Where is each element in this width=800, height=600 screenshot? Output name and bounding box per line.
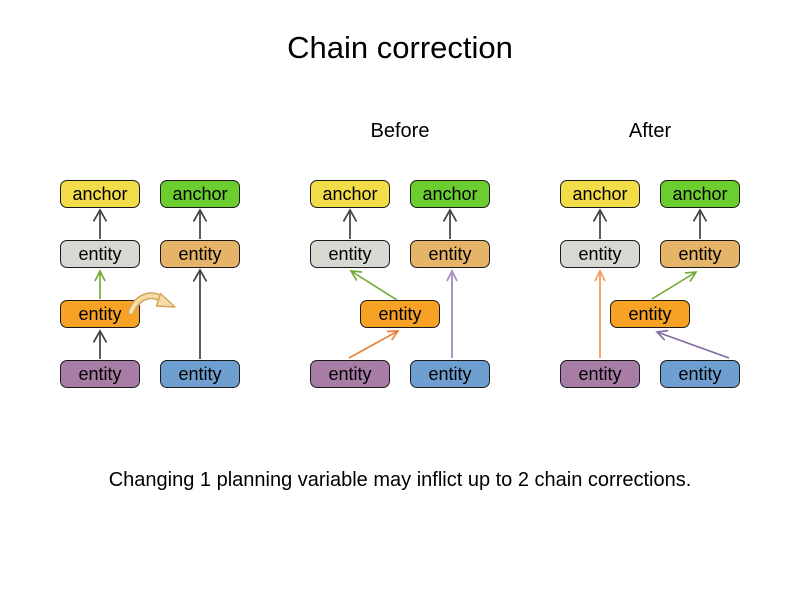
after-entity-gray: entity: [560, 240, 640, 268]
before-header: Before: [370, 120, 430, 142]
caption-text: Changing 1 planning variable may inflict…: [108, 469, 692, 491]
after-anchor-yellow: anchor: [560, 180, 640, 208]
after-entity-blue: entity: [660, 360, 740, 388]
after-anchor-green: anchor: [660, 180, 740, 208]
arrow-before-orange-to-gray: [349, 270, 398, 301]
page-title: Chain correction: [287, 30, 513, 65]
arrow-before-purple-to-orange: [348, 330, 400, 359]
after-header: After: [628, 120, 672, 142]
before-entity-tan: entity: [410, 240, 490, 268]
initial-entity-tan: entity: [160, 240, 240, 268]
before-entity-blue: entity: [410, 360, 490, 388]
before-anchor-yellow: anchor: [310, 180, 390, 208]
before-anchor-green: anchor: [410, 180, 490, 208]
initial-entity-blue: entity: [160, 360, 240, 388]
initial-entity-gray: entity: [60, 240, 140, 268]
arrow-after-orange-to-tan: [651, 271, 698, 300]
initial-anchor-yellow: anchor: [60, 180, 140, 208]
initial-entity-purple: entity: [60, 360, 140, 388]
after-arrows: [600, 210, 730, 359]
arrow-after-blue-to-orange: [655, 329, 730, 359]
initial-entity-orange: entity: [60, 300, 140, 328]
after-entity-orange: entity: [610, 300, 690, 328]
after-entity-tan: entity: [660, 240, 740, 268]
before-entity-gray: entity: [310, 240, 390, 268]
initial-arrows: [100, 210, 200, 359]
before-entity-orange: entity: [360, 300, 440, 328]
before-entity-purple: entity: [310, 360, 390, 388]
before-arrows: [348, 210, 452, 359]
initial-anchor-green: anchor: [160, 180, 240, 208]
after-entity-purple: entity: [560, 360, 640, 388]
